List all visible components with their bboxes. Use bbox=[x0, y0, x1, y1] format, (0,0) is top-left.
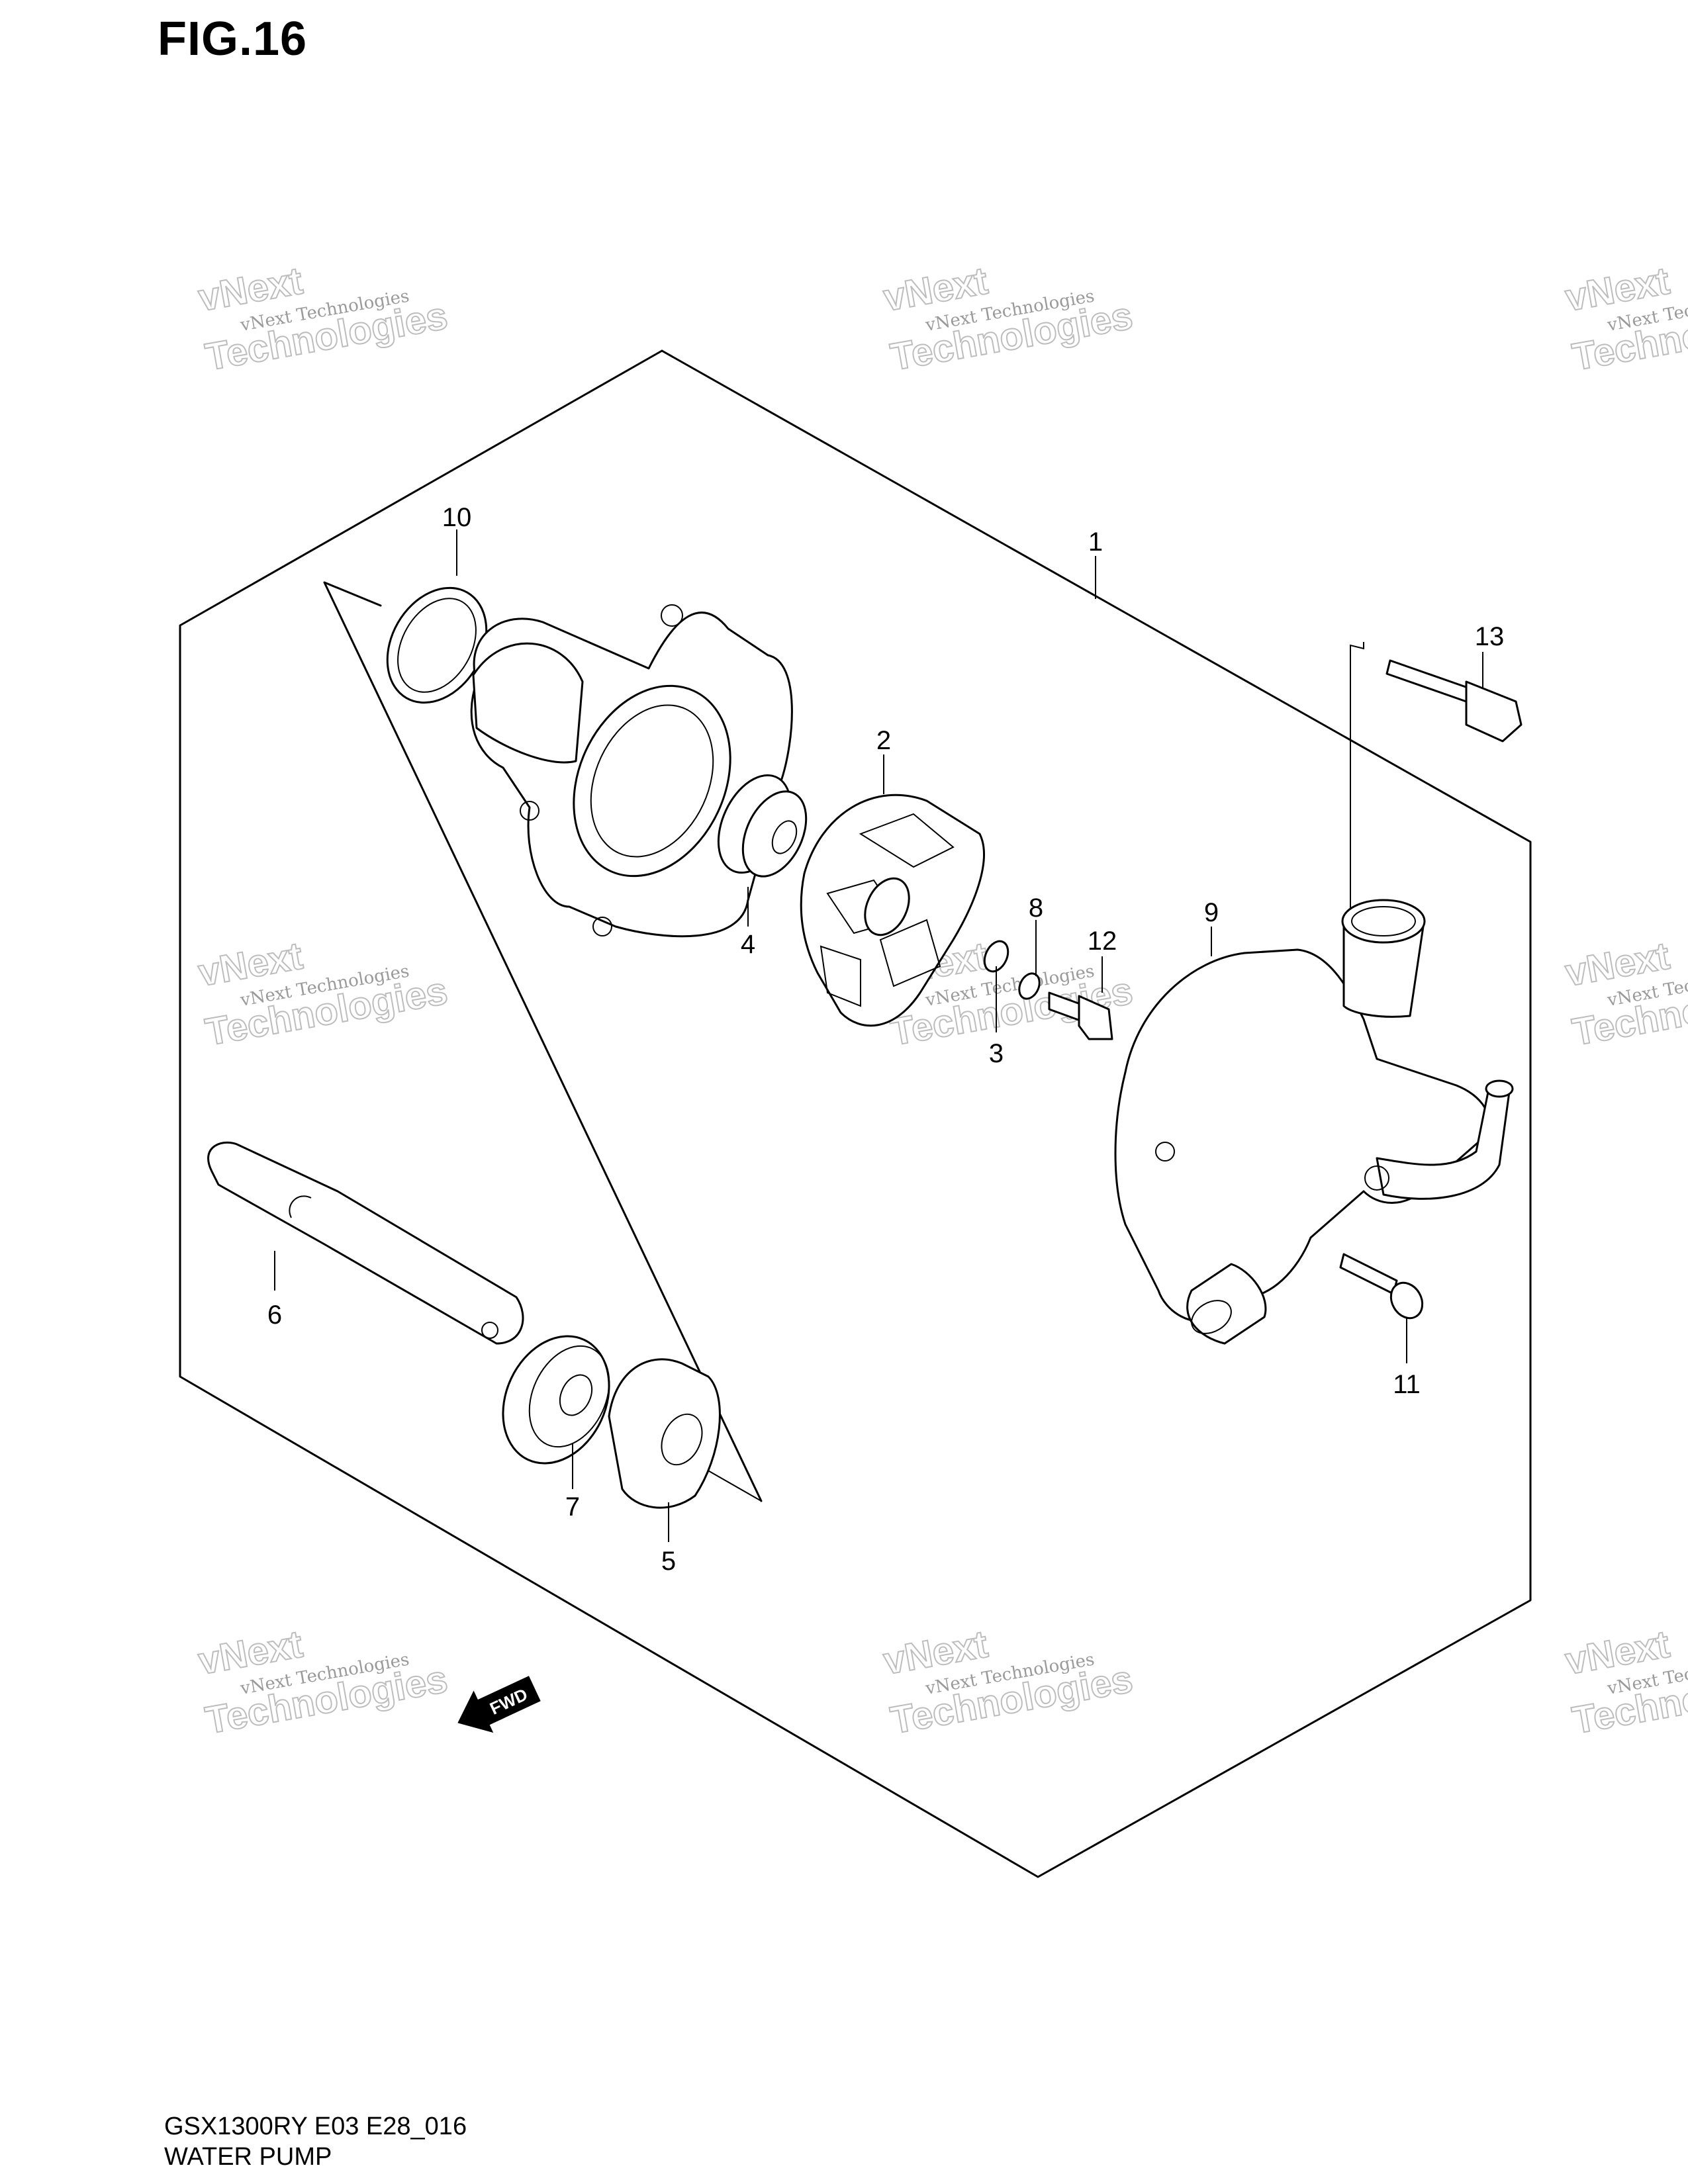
part-5-oil-seal bbox=[608, 1358, 721, 1509]
callout-7: 7 bbox=[565, 1492, 580, 1522]
callout-numbers: 1 2 3 4 5 6 7 8 9 10 11 12 13 bbox=[267, 503, 1504, 1576]
fwd-arrow-icon: FWD bbox=[457, 1676, 541, 1733]
callout-5: 5 bbox=[661, 1547, 676, 1576]
part-6-pump-shaft bbox=[207, 1141, 524, 1345]
part-4-mechanical-seal bbox=[717, 774, 808, 878]
figure-title: FIG.16 bbox=[158, 13, 308, 66]
callout-6: 6 bbox=[267, 1300, 282, 1330]
callout-2: 2 bbox=[876, 726, 891, 755]
watermark-mid-left: vNext vNext Technologies Technologies bbox=[195, 934, 451, 1055]
part-13-bolt bbox=[1385, 659, 1523, 743]
watermark-top-mid: vNext vNext Technologies Technologies bbox=[880, 259, 1137, 380]
assembly-name: WATER PUMP bbox=[164, 2143, 332, 2171]
part-7-bearing bbox=[502, 1335, 610, 1465]
callout-8: 8 bbox=[1029, 893, 1043, 923]
part-10-o-ring bbox=[386, 586, 488, 704]
callout-3: 3 bbox=[989, 1039, 1004, 1068]
part-9-pump-body bbox=[1114, 899, 1514, 1345]
part-3-washer bbox=[983, 940, 1009, 973]
callout-10: 10 bbox=[442, 503, 472, 532]
callout-9: 9 bbox=[1204, 898, 1219, 927]
part-2-impeller bbox=[800, 794, 985, 1027]
watermark-bot-right: vNext vNext Technologies Technologies bbox=[1562, 1622, 1688, 1743]
callout-1: 1 bbox=[1088, 527, 1103, 557]
explode-guide-triangle bbox=[323, 581, 763, 1502]
watermark-group: vNext vNext Technologies Technologies vN… bbox=[195, 259, 1688, 1743]
leader-lines bbox=[274, 529, 1483, 1542]
watermark-bot-left: vNext vNext Technologies Technologies bbox=[195, 1622, 451, 1743]
callout-4: 4 bbox=[741, 930, 755, 959]
part-11-screw bbox=[1339, 1253, 1424, 1320]
watermark-top-left: vNext vNext Technologies Technologies bbox=[195, 259, 451, 380]
callout-11: 11 bbox=[1393, 1370, 1421, 1399]
callout-13: 13 bbox=[1475, 622, 1505, 651]
model-code: GSX1300RY E03 E28_016 bbox=[164, 2113, 467, 2140]
watermark-bot-mid: vNext vNext Technologies Technologies bbox=[880, 1622, 1137, 1743]
callout-12: 12 bbox=[1088, 927, 1117, 956]
pump-case-cover bbox=[470, 604, 793, 938]
part-12-impeller-bolt bbox=[1048, 991, 1113, 1040]
watermark-mid-right: vNext vNext Technologies Technologies bbox=[1562, 934, 1688, 1055]
watermark-top-right: vNext vNext Technologies Technologies bbox=[1562, 259, 1688, 380]
part-8-washer bbox=[1018, 972, 1041, 1000]
assembly-outline bbox=[179, 349, 1532, 1878]
